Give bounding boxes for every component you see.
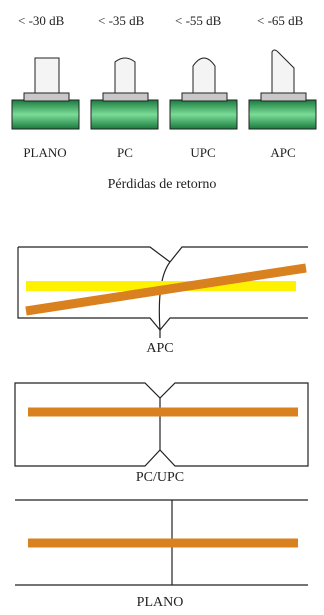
connector-name-apc: APC [270, 145, 296, 160]
joint-label-pc-upc: PC/UPC [135, 470, 185, 485]
connector-name-pc: PC [117, 145, 133, 160]
loss-label-plano: < -30 dB [18, 13, 65, 28]
connector-name-plano: PLANO [23, 145, 67, 160]
connector-apc-icon [248, 49, 317, 130]
joint-label-apc: APC [146, 341, 174, 356]
connector-upc-icon [169, 57, 238, 130]
joint-pc-upc-diagram [14, 382, 309, 467]
loss-label-pc: < -35 dB [98, 13, 145, 28]
joint-plano-diagram [15, 499, 308, 586]
connector-plano-icon [11, 57, 80, 130]
joint-apc-diagram [17, 246, 308, 338]
figure-caption: Pérdidas de retorno [107, 177, 217, 192]
fiber-core-apc [25, 263, 307, 316]
connector-pc-icon [90, 57, 159, 130]
connector-name-upc: UPC [190, 145, 216, 160]
loss-label-apc: < -65 dB [257, 13, 304, 28]
loss-label-upc: < -55 dB [175, 13, 222, 28]
joint-label-plano: PLANO [136, 595, 184, 610]
